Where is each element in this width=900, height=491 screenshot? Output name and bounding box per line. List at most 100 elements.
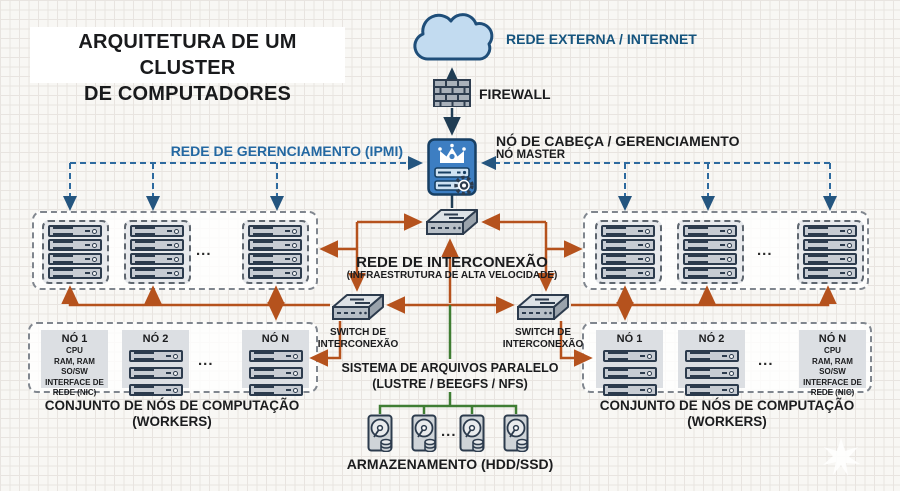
server-group [677,220,744,284]
workers-sublabel-right: (WORKERS) [687,414,767,429]
hdd-icon [367,414,393,452]
server-unit [128,384,183,396]
workers-label-right: CONJUNTO DE NÓS DE COMPUTAÇÃO [599,398,855,413]
server-unit [803,253,857,265]
gear-icon [454,175,474,196]
ellipsis: ... [757,242,773,259]
file-system-sublabel: (LUSTRE / BEEGFS / NFS) [372,377,528,391]
server-unit [248,225,302,237]
workers-sublabel-left: (WORKERS) [132,414,212,429]
server-unit [684,384,739,396]
ellipsis: ... [196,242,212,259]
ellipsis: ... [441,423,457,440]
node-title: NÓ 2 [698,333,725,345]
watermark-icon [823,438,860,476]
server-group [797,220,864,284]
server-unit [601,225,655,237]
server-unit [248,253,302,265]
title-line-2: DE COMPUTADORES [83,83,292,105]
node-title: NÓ 1 [616,333,643,345]
node-spec: REDE (NIC) [810,388,855,397]
firewall-label: FIREWALL [479,86,551,102]
server-unit [130,225,184,237]
compute-node-2: NÓ 2 [122,330,189,396]
node-spec: SO/SW [61,367,88,376]
server-group [42,220,109,284]
cloud-icon [413,13,494,61]
hdd-icon [459,414,485,452]
management-network-lines [63,156,837,211]
compute-node-set-right: NÓ 1 NÓ 2 NÓ N CPU RAM, RAM SO/SW INTERF… [582,322,872,397]
compute-node-1: NÓ 1 CPU RAM, RAM SO/SW INTERFACE DE RED… [41,330,108,397]
node-spec: CPU [66,346,83,355]
server-unit [48,225,102,237]
server-unit [602,367,657,379]
server-unit [48,267,102,279]
server-unit [803,239,857,251]
server-group [595,220,662,284]
server-unit [130,239,184,251]
ellipsis: ... [758,352,774,369]
server-unit [683,225,737,237]
master-node-label: NÓ MASTER [496,149,565,161]
server-unit [48,253,102,265]
title-line-1: ARQUITETURA DE UM CLUSTER [78,31,297,79]
interconnect-lines [61,213,837,367]
compute-node-2: NÓ 2 [678,330,745,396]
server-unit [803,267,857,279]
storage-label: ARMAZENAMENTO (HDD/SSD) [346,456,554,472]
hdd-icon [503,414,529,452]
node-spec: INTERFACE DE [803,377,862,387]
server-unit [48,239,102,251]
hdd-icon [411,414,437,452]
storage-lines [378,305,518,414]
server-unit [803,225,857,237]
server-unit [683,267,737,279]
server-unit [684,367,739,379]
node-spec: CPU [824,346,841,355]
workers-label-left: CONJUNTO DE NÓS DE COMPUTAÇÃO [44,398,300,413]
compute-node-1: NÓ 1 [596,330,663,396]
server-unit [602,350,657,362]
server-unit [248,239,302,251]
server-unit [128,350,183,362]
external-network-label: REDE EXTERNA / INTERNET [506,31,697,47]
node-title: NÓ 2 [142,333,169,345]
node-title: NÓ 1 [61,333,88,345]
rack-set-right [583,211,869,290]
interconnect-network-sublabel: (INFRAESTRUTURA DE ALTA VELOCIDADE) [346,270,558,281]
central-switch-icon [426,209,478,235]
interconnect-switch-left-icon [332,294,384,320]
server-unit [248,384,303,396]
node-spec: RAM, RAM [812,356,853,366]
server-unit [248,367,303,379]
server-unit [601,239,655,251]
head-node-label: NÓ DE CABEÇA / GERENCIAMENTO [496,133,740,149]
server-unit [130,267,184,279]
compute-node-n: NÓ N [242,330,309,396]
server-unit [601,253,655,265]
node-spec: SO/SW [819,367,846,376]
compute-node-set-left: NÓ 1 CPU RAM, RAM SO/SW INTERFACE DE RED… [28,322,318,397]
server-unit [128,367,183,379]
server-unit [684,350,739,362]
compute-node-n: NÓ N CPU RAM, RAM SO/SW INTERFACE DE RED… [799,330,866,397]
crown-icon [438,143,466,163]
node-title: NÓ N [818,333,847,345]
server-unit [248,267,302,279]
rack-set-left [32,211,318,290]
node-spec: INTERFACE DE [45,377,104,387]
server-unit [683,239,737,251]
node-title: NÓ N [261,333,290,345]
switch-right-label: SWITCH DE INTERCONEXÃO [502,327,584,350]
management-network-label: REDE DE GERENCIAMENTO (IPMI) [170,143,403,159]
page-title: ARQUITETURA DE UM CLUSTER DE COMPUTADORE… [30,27,345,105]
server-unit [130,253,184,265]
switch-left-label: SWITCH DE INTERCONEXÃO [317,327,399,350]
server-unit [601,267,655,279]
server-unit [683,253,737,265]
firewall-icon [433,79,471,107]
server-group [124,220,191,284]
